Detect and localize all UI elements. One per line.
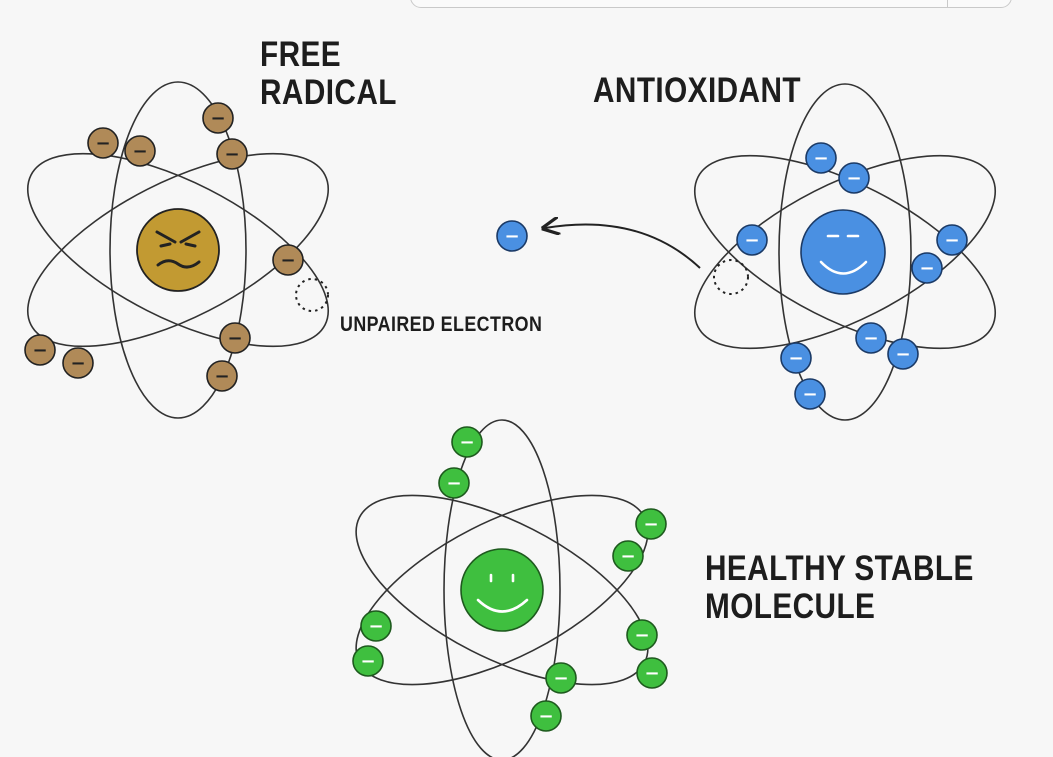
electron-minus-sign: − — [214, 366, 229, 387]
electron-minus-sign: − — [553, 668, 568, 689]
antioxidant-electron: − — [937, 225, 967, 255]
electron-minus-sign: − — [846, 168, 861, 189]
electron-minus-sign: − — [644, 663, 659, 684]
electron-minus-sign: − — [224, 144, 239, 165]
healthy-stable-molecule-label: HEALTHY STABLE MOLECULE — [705, 550, 974, 626]
free-radical-atom: − − − − − − − − − — [0, 82, 356, 418]
electron-minus-sign: − — [70, 353, 85, 374]
healthy-electron: − — [546, 663, 576, 693]
healthy-nucleus — [461, 549, 543, 631]
donated-electron: − — [497, 221, 527, 251]
electron-minus-sign: − — [459, 432, 474, 453]
electron-minus-sign: − — [368, 616, 383, 637]
healthy-electron: − — [627, 620, 657, 650]
healthy-electron: − — [613, 541, 643, 571]
free-radical-nucleus — [137, 209, 219, 291]
electron-minus-sign: − — [360, 651, 375, 672]
healthy-electron: − — [361, 611, 391, 641]
free-radical-electron: − — [63, 348, 93, 378]
free-radical-electron: − — [220, 323, 250, 353]
electron-minus-sign: − — [863, 328, 878, 349]
antioxidant-electron: − — [781, 343, 811, 373]
free-radical-label-line: FREE — [260, 36, 397, 74]
electron-minus-sign: − — [744, 230, 759, 251]
free-radical-electron: − — [125, 136, 155, 166]
antioxidant-electron: − — [839, 163, 869, 193]
healthy-electron: − — [353, 646, 383, 676]
antioxidant-electron: − — [856, 323, 886, 353]
electron-transfer-arrow — [545, 224, 700, 268]
donated-electron-circle: − — [497, 221, 527, 251]
free-radical-label: FREE RADICAL — [260, 36, 397, 112]
free-radical-electron: − — [203, 103, 233, 133]
electron-minus-sign: − — [446, 473, 461, 494]
antioxidant-electron: − — [806, 143, 836, 173]
healthy-electron: − — [452, 427, 482, 457]
electron-minus-sign: − — [132, 141, 147, 162]
electron-minus-sign: − — [32, 340, 47, 361]
electron-minus-sign: − — [504, 226, 519, 247]
healthy-electron: − — [439, 468, 469, 498]
antioxidant-nucleus — [801, 210, 885, 294]
electron-minus-sign: − — [895, 344, 910, 365]
antioxidant-electron: − — [888, 339, 918, 369]
free-radical-electron: − — [207, 361, 237, 391]
free-radical-label-line: RADICAL — [260, 74, 397, 112]
electron-minus-sign: − — [227, 328, 242, 349]
electron-minus-sign: − — [95, 133, 110, 154]
electron-minus-sign: − — [620, 546, 635, 567]
electron-minus-sign: − — [919, 258, 934, 279]
electron-minus-sign: − — [538, 706, 553, 727]
free-radical-electron: − — [25, 335, 55, 365]
healthy-electron: − — [531, 701, 561, 731]
antioxidant-electron: − — [912, 253, 942, 283]
unpaired-electron-label: UNPAIRED ELECTRON — [340, 314, 542, 337]
electron-minus-sign: − — [280, 250, 295, 271]
healthy-label-line: HEALTHY STABLE — [705, 550, 974, 588]
electron-minus-sign: − — [210, 108, 225, 129]
free-radical-electron: − — [88, 128, 118, 158]
unpaired-electron-slot — [296, 279, 328, 311]
healthy-electron: − — [636, 509, 666, 539]
healthy-molecule-atom: −−−−−−−−−− — [329, 420, 676, 757]
healthy-label-line: MOLECULE — [705, 588, 974, 626]
free-radical-electron: − — [217, 139, 247, 169]
healthy-electron: − — [637, 658, 667, 688]
antioxidant-electron: − — [737, 225, 767, 255]
antioxidant-label: ANTIOXIDANT — [593, 72, 801, 110]
electron-minus-sign: − — [813, 148, 828, 169]
electron-minus-sign: − — [643, 514, 658, 535]
electron-minus-sign: − — [802, 384, 817, 405]
free-radical-electron: − — [273, 245, 303, 275]
antioxidant-atom: −−−−−−−−− — [545, 84, 1023, 420]
donated-electron-slot — [714, 260, 748, 294]
electron-minus-sign: − — [634, 625, 649, 646]
antioxidant-electron: − — [795, 379, 825, 409]
electron-minus-sign: − — [944, 230, 959, 251]
electron-minus-sign: − — [788, 348, 803, 369]
